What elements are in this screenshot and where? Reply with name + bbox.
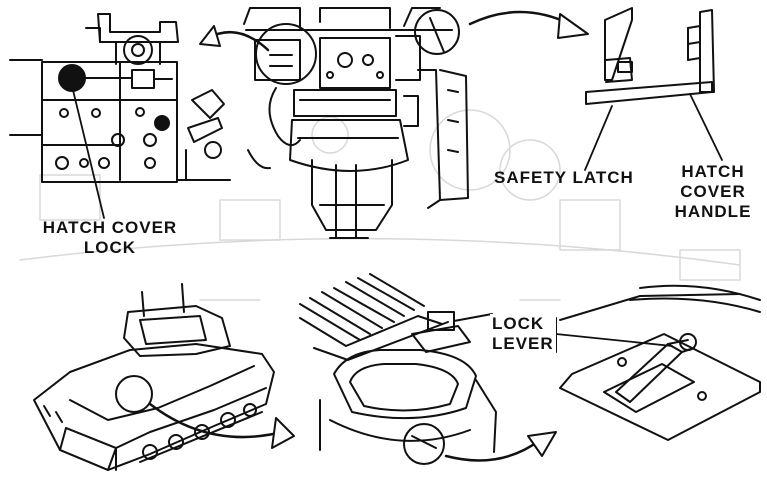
label-hatch-cover-lock-line-2: LOCK — [83, 238, 137, 257]
label-hatch-cover-handle: HATCH COVER HANDLE — [664, 162, 762, 222]
leader-hatch-cover-handle — [689, 93, 723, 161]
safety-latch-drawing — [585, 7, 715, 105]
arrow-to-lock-lever — [444, 438, 542, 462]
arrow-to-lock-panel-head — [199, 25, 221, 47]
label-safety-latch: SAFETY LATCH — [494, 168, 634, 187]
background-ghost — [19, 109, 741, 301]
hatch-lock-panel-drawing — [9, 13, 231, 183]
label-hatch-cover-handle-line-1: HATCH — [681, 162, 745, 181]
arrow-to-safety-latch — [468, 10, 572, 26]
label-lock-lever-line-1: LOCK — [492, 314, 545, 333]
arrow-to-lock-lever-head — [527, 431, 557, 457]
arrow-to-hatch-detail — [148, 402, 284, 439]
leader-lock-lever — [555, 333, 673, 347]
interior-view-drawing — [243, 7, 469, 239]
label-hatch-cover-handle-line-2: COVER — [680, 182, 746, 201]
leader-hatch-cover-lock — [71, 85, 105, 219]
label-lock-lever-line-2: LEVER — [492, 334, 554, 353]
label-hatch-cover-lock-line-1: HATCH COVER — [42, 218, 178, 237]
label-hatch-cover-lock: HATCH COVER LOCK — [26, 218, 194, 258]
label-lock-lever: LOCK LEVER — [490, 314, 556, 354]
leader-safety-latch — [584, 105, 613, 171]
arrow-to-safety-latch-head — [557, 13, 589, 39]
hatch-mechanism-drawing — [299, 273, 497, 465]
lock-lever-drawing — [559, 284, 761, 441]
label-hatch-cover-handle-line-3: HANDLE — [674, 202, 752, 221]
arrow-to-hatch-detail-head — [271, 417, 295, 449]
vehicle-drawing — [33, 283, 275, 471]
